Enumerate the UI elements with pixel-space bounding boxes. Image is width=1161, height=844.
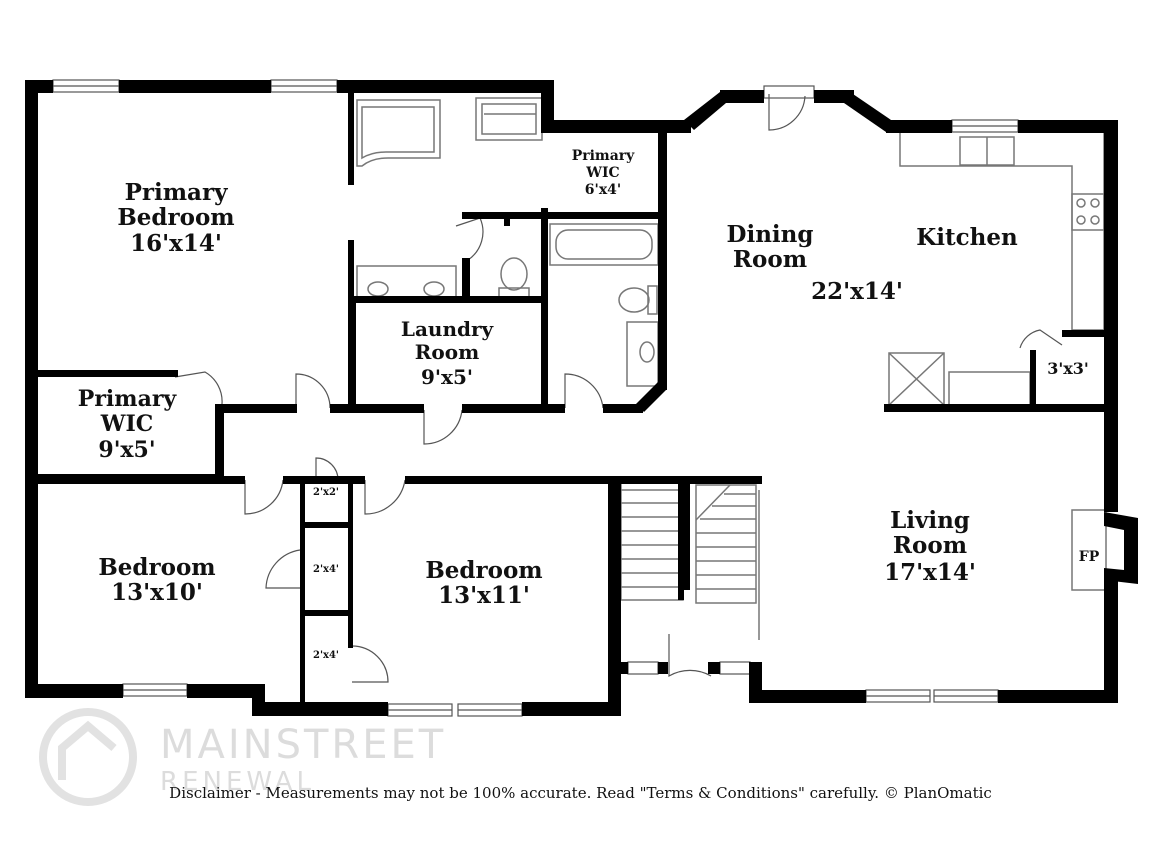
walls bbox=[25, 80, 1138, 716]
living-room-name-2: Room bbox=[893, 532, 967, 559]
primary-wic-left-name-2: WIC bbox=[100, 411, 154, 437]
primary-wic-upper-name-2: WIC bbox=[585, 165, 619, 181]
door bbox=[265, 549, 301, 589]
window bbox=[719, 661, 751, 675]
doors bbox=[174, 94, 1063, 683]
disclaimer-text: Disclaimer - Measurements may not be 100… bbox=[169, 784, 992, 802]
primary-bedroom-name-1: Primary bbox=[125, 179, 229, 206]
laundry-room-name-1: Laundry bbox=[401, 317, 495, 341]
fireplace bbox=[1071, 509, 1107, 591]
laundry-room-size: 9'x5' bbox=[421, 365, 473, 389]
primary-wic-upper-name-1: Primary bbox=[572, 148, 635, 164]
closet-c-size: 2'x4' bbox=[313, 650, 339, 661]
watermark-line-2: RENEWAL bbox=[160, 767, 315, 797]
windows bbox=[52, 79, 1019, 717]
watermark-logo-icon bbox=[39, 708, 137, 806]
window bbox=[627, 661, 659, 675]
door bbox=[564, 373, 604, 409]
door bbox=[423, 409, 463, 445]
door bbox=[455, 217, 484, 261]
hall-toilet-icon bbox=[647, 285, 658, 315]
watermark-line-1: MAINSTREET bbox=[160, 722, 446, 768]
stove-icon bbox=[1071, 193, 1105, 231]
door bbox=[244, 479, 284, 515]
primary-wic-left-size: 9'x5' bbox=[98, 437, 155, 463]
pantry-size: 3'x3' bbox=[1047, 359, 1089, 378]
dining-room-name-2: Room bbox=[733, 246, 807, 273]
living-room-name-1: Living bbox=[890, 507, 970, 534]
dining-room-name-1: Dining bbox=[727, 221, 814, 248]
door bbox=[174, 371, 223, 405]
watermark: MAINSTREET RENEWAL bbox=[39, 708, 446, 806]
dining-room-size: 22'x14' bbox=[811, 278, 903, 305]
bedroom-left-size: 13'x10' bbox=[111, 579, 203, 606]
door bbox=[1019, 329, 1063, 349]
bedroom-middle-size: 13'x11' bbox=[438, 582, 530, 609]
entry-door bbox=[668, 634, 712, 678]
closet-a-size: 2'x2' bbox=[313, 487, 339, 498]
primary-wic-left-name-1: Primary bbox=[78, 386, 178, 412]
primary-wic-upper-size: 6'x4' bbox=[585, 182, 621, 198]
closet-b-size: 2'x4' bbox=[313, 564, 339, 575]
room-labels: Primary Bedroom 16'x14' Primary WIC 6'x4… bbox=[78, 148, 1100, 661]
door bbox=[768, 94, 806, 131]
primary-bedroom-name-2: Bedroom bbox=[117, 204, 234, 231]
window bbox=[763, 85, 815, 99]
fireplace-label: FP bbox=[1079, 549, 1100, 565]
bathtub-icon bbox=[356, 99, 441, 167]
island-counter bbox=[948, 371, 1031, 406]
bedroom-left-name: Bedroom bbox=[98, 554, 215, 581]
kitchen-name: Kitchen bbox=[916, 224, 1018, 251]
door bbox=[351, 645, 389, 683]
primary-bedroom-size: 16'x14' bbox=[130, 230, 222, 257]
door bbox=[295, 373, 331, 409]
bedroom-middle-name: Bedroom bbox=[425, 557, 542, 584]
door bbox=[364, 479, 406, 515]
laundry-room-name-2: Room bbox=[415, 340, 479, 364]
living-room-size: 17'x14' bbox=[884, 559, 976, 586]
